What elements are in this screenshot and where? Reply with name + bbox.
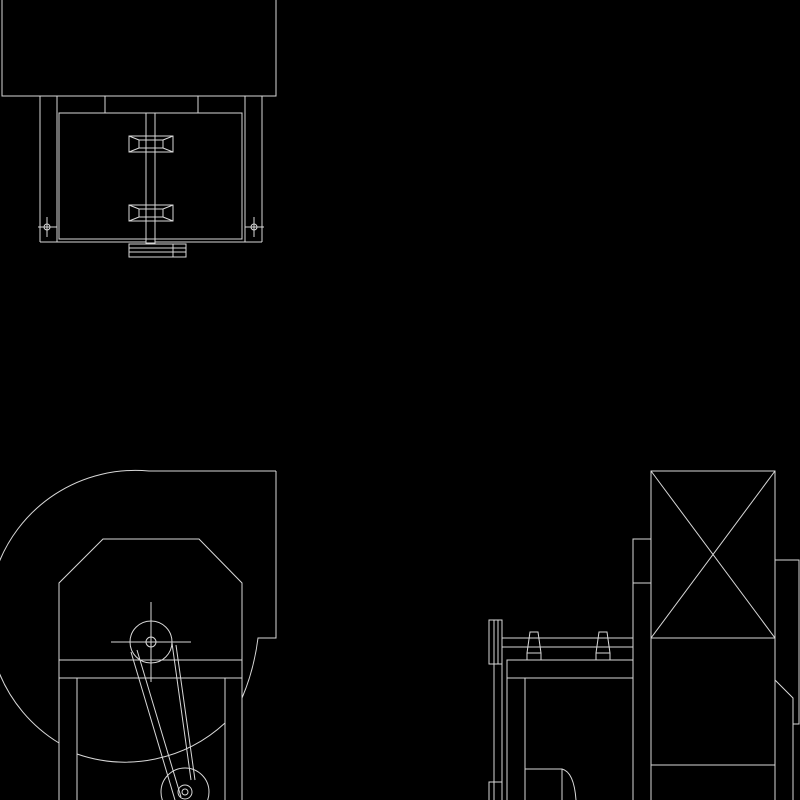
motor-side <box>525 768 577 800</box>
motor-casing <box>58 538 243 800</box>
scroll-housing <box>0 469 276 744</box>
shaft <box>145 112 156 244</box>
shaft-side <box>502 631 633 660</box>
top-view <box>1 0 277 258</box>
side-view <box>488 470 800 800</box>
belt <box>130 642 196 800</box>
motor-pulley <box>160 767 210 800</box>
fan-housing-top <box>1 0 277 97</box>
pulley-side <box>488 619 503 800</box>
bearing-lower <box>128 204 174 222</box>
drive-pulley <box>111 602 191 682</box>
front-view <box>0 469 277 800</box>
mount-hole-left <box>38 217 57 237</box>
bearing-upper <box>128 135 174 153</box>
pulley-top-view <box>128 243 187 258</box>
mount-hole-right <box>245 217 264 237</box>
frame-inner-box <box>58 112 243 240</box>
